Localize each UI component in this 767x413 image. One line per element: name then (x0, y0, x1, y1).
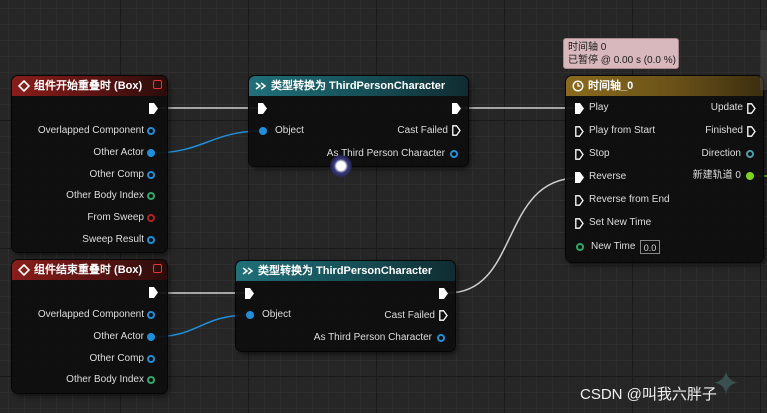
from-sweep-pin[interactable] (147, 214, 155, 222)
pin-label: Overlapped Component (37, 125, 144, 136)
other-comp-pin[interactable] (147, 171, 155, 179)
pin-label: Set New Time (589, 217, 652, 228)
pin-label: Other Body Index (66, 190, 144, 201)
other-actor-pin[interactable] (147, 149, 155, 157)
clock-icon (572, 80, 584, 92)
node-title: 组件结束重叠时 (Box) (34, 264, 143, 276)
pin-label: Object (262, 309, 291, 320)
pin-label: Other Actor (93, 147, 144, 158)
watermark: CSDN @叫我六胖子 (580, 386, 717, 403)
exec-in-pin[interactable] (245, 288, 254, 299)
scrollbar[interactable] (760, 30, 767, 90)
pin-label: Reverse (589, 171, 627, 182)
pin-label: Cast Failed (384, 310, 435, 321)
other-body-index-pin[interactable] (147, 192, 155, 200)
node-header[interactable]: 类型转换为 ThirdPersonCharacter (249, 76, 468, 96)
event-diamond-icon (18, 264, 30, 276)
cast-to-third-person-character-node[interactable]: 类型转换为 ThirdPersonCharacter Object Cast F… (249, 76, 468, 166)
timeline-status-name: 时间轴 0 (568, 42, 607, 53)
reverse-from-end-exec-pin[interactable] (575, 195, 584, 206)
object-pin[interactable] (259, 127, 267, 135)
pin-label: As Third Person Character (326, 148, 445, 159)
exec-out-pin[interactable] (149, 103, 158, 114)
stop-exec-pin[interactable] (575, 149, 584, 160)
pin-label: New Time (591, 241, 636, 252)
exec-out-pin[interactable] (452, 103, 461, 114)
new-time-pin[interactable] (576, 243, 584, 251)
timeline-status-state: 已暂停 @ 0.00 s (0.0 %) (568, 55, 676, 66)
new-track-0-pin[interactable] (746, 172, 754, 180)
mouse-cursor (330, 155, 352, 177)
exec-in-pin[interactable] (258, 103, 267, 114)
pin-label: From Sweep (87, 212, 144, 223)
overlapped-component-pin[interactable] (147, 127, 155, 135)
node-header[interactable]: 组件结束重叠时 (Box) (12, 260, 167, 280)
cast-arrows-icon (255, 82, 267, 90)
pin-label: Overlapped Component (37, 309, 144, 320)
node-header[interactable]: 时间轴_0 (566, 76, 763, 96)
node-title: 时间轴_0 (588, 80, 634, 92)
pin-label: Object (275, 125, 304, 136)
new-time-input[interactable]: 0.0 (640, 240, 660, 254)
exec-out-pin[interactable] (149, 287, 158, 298)
pin-label: Cast Failed (397, 125, 448, 136)
set-new-time-exec-pin[interactable] (575, 218, 584, 229)
direction-pin[interactable] (746, 150, 754, 158)
pin-label: Direction (701, 148, 741, 159)
timeline-node[interactable]: 时间轴_0 Play Play from Start Stop Reverse … (566, 76, 763, 262)
object-pin[interactable] (246, 311, 254, 319)
overlapped-component-pin[interactable] (147, 311, 155, 319)
other-comp-pin[interactable] (147, 355, 155, 363)
background-logo-icon: ✦ (711, 365, 741, 403)
cast-failed-exec-pin[interactable] (452, 125, 461, 136)
exec-wire-cast2-to-reverse (447, 177, 579, 294)
object-wire-begin-to-cast1 (151, 130, 264, 154)
other-actor-pin[interactable] (147, 333, 155, 341)
cast-to-third-person-character-node[interactable]: 类型转换为 ThirdPersonCharacter Object Cast F… (236, 261, 455, 351)
other-body-index-pin[interactable] (147, 376, 155, 384)
node-title: 类型转换为 ThirdPersonCharacter (271, 80, 446, 92)
pin-label: Other Comp (89, 353, 144, 364)
node-title: 组件开始重叠时 (Box) (34, 80, 143, 92)
pin-label: Other Actor (93, 331, 144, 342)
as-third-person-character-pin[interactable] (450, 150, 458, 158)
event-diamond-icon (18, 80, 30, 92)
pin-label: Other Body Index (66, 374, 144, 385)
play-exec-pin[interactable] (575, 103, 584, 114)
on-component-end-overlap-node[interactable]: 组件结束重叠时 (Box) Overlapped Component Other… (12, 260, 167, 393)
pin-label: Finished (705, 125, 743, 136)
pin-label: Sweep Result (82, 234, 144, 245)
exec-out-pin[interactable] (439, 288, 448, 299)
timeline-status-bubble: 时间轴 0 已暂停 @ 0.00 s (0.0 %) (563, 38, 679, 69)
as-third-person-character-pin[interactable] (437, 334, 445, 342)
on-component-begin-overlap-node[interactable]: 组件开始重叠时 (Box) Overlapped Component Other… (12, 76, 167, 252)
node-header[interactable]: 类型转换为 ThirdPersonCharacter (236, 261, 455, 281)
cast-failed-exec-pin[interactable] (439, 310, 448, 321)
update-exec-pin[interactable] (747, 103, 756, 114)
cast-arrows-icon (242, 267, 254, 275)
pin-label: As Third Person Character (313, 332, 432, 343)
node-title: 类型转换为 ThirdPersonCharacter (258, 265, 433, 277)
play-from-start-exec-pin[interactable] (575, 126, 584, 137)
pin-label: Other Comp (89, 169, 144, 180)
pin-label: 新建轨道 0 (692, 170, 741, 181)
reverse-exec-pin[interactable] (575, 172, 584, 183)
pin-label: Play from Start (589, 125, 656, 136)
close-icon[interactable] (153, 80, 162, 89)
sweep-result-pin[interactable] (147, 236, 155, 244)
close-icon[interactable] (153, 264, 162, 273)
pin-label: Stop (589, 148, 610, 159)
pin-label: Update (710, 102, 743, 113)
node-header[interactable]: 组件开始重叠时 (Box) (12, 76, 167, 96)
pin-label: Reverse from End (589, 194, 670, 205)
pin-label: Play (589, 102, 609, 113)
finished-exec-pin[interactable] (747, 126, 756, 137)
